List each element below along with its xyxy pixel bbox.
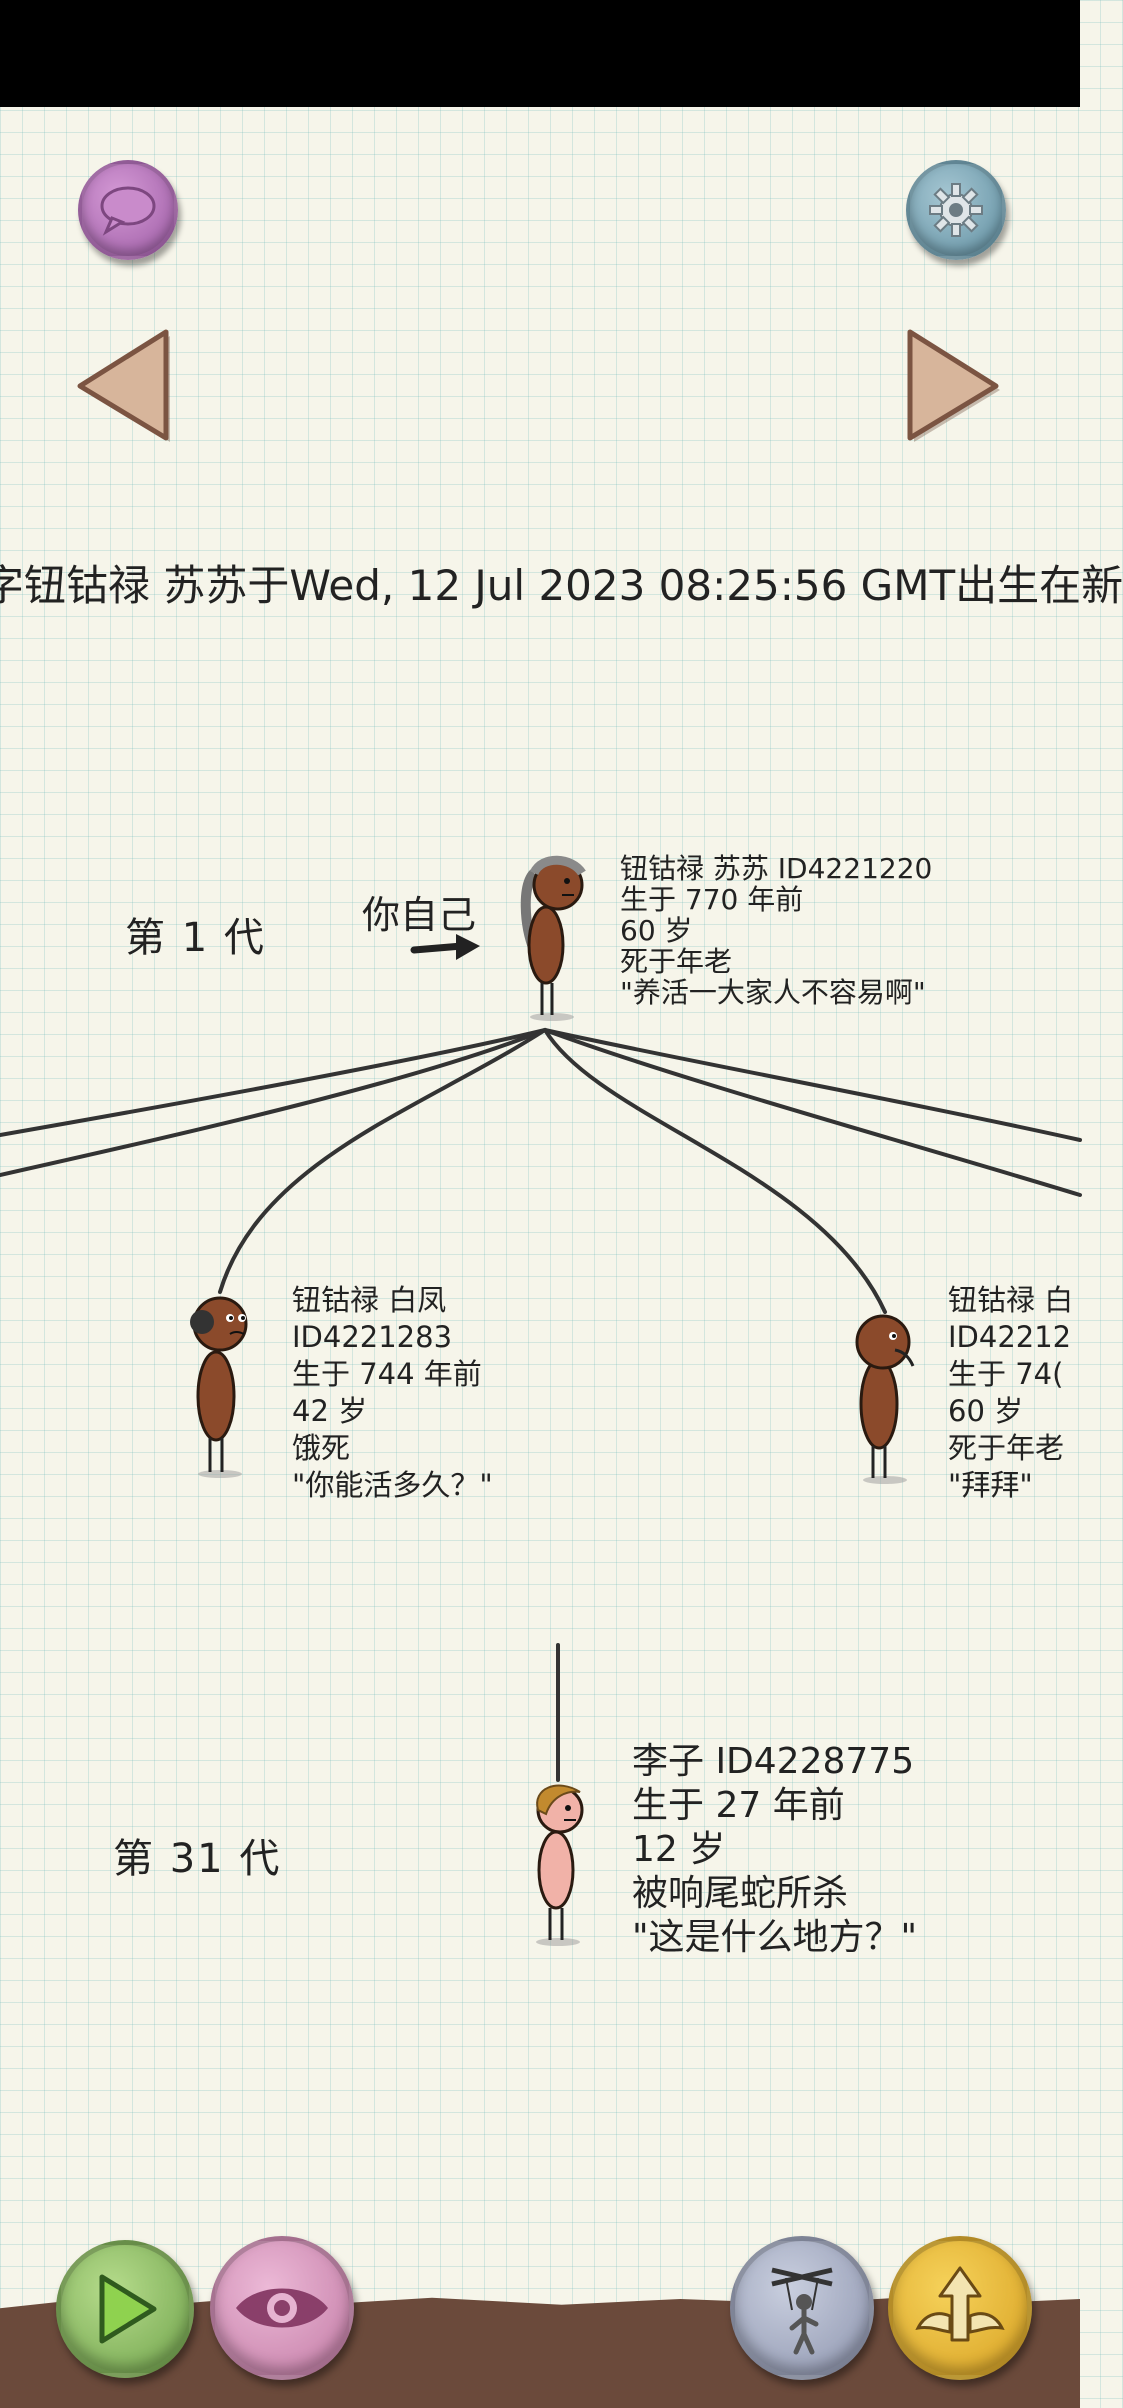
ancestor-figure[interactable] xyxy=(512,855,592,1025)
play-button[interactable] xyxy=(56,2240,194,2378)
child-figure-1[interactable] xyxy=(180,1288,260,1483)
birth-record-text: 字钮钴禄 苏苏于Wed, 12 Jul 2023 08:25:56 GMT出生在… xyxy=(0,561,1123,610)
view-button[interactable] xyxy=(210,2236,354,2380)
family-tree-lines xyxy=(0,1028,1082,1782)
settings-button[interactable] xyxy=(906,160,1006,260)
current-player-figure[interactable] xyxy=(518,1780,598,1950)
generation-label: 第 1 代 xyxy=(125,915,266,961)
upgrade-button[interactable] xyxy=(888,2236,1032,2380)
triangle-left-icon xyxy=(77,329,170,442)
status-bar xyxy=(0,0,1080,107)
speech-bubble-icon xyxy=(100,186,156,236)
gear-icon xyxy=(929,183,983,237)
puppet-button[interactable] xyxy=(730,2236,874,2380)
previous-button[interactable] xyxy=(72,326,176,448)
wings-arrow-up-icon xyxy=(915,2266,1005,2342)
play-icon xyxy=(99,2274,157,2344)
next-button[interactable] xyxy=(900,326,1004,448)
generation-label: 第 31 代 xyxy=(113,1836,282,1882)
you-label: 你自己 xyxy=(362,893,477,937)
puppet-icon xyxy=(771,2267,833,2355)
triangle-right-icon xyxy=(907,329,1000,442)
child-figure-2[interactable] xyxy=(845,1308,925,1488)
eye-icon xyxy=(236,2288,328,2328)
chat-button[interactable] xyxy=(78,160,178,260)
pointer-arrow-icon xyxy=(410,934,480,960)
